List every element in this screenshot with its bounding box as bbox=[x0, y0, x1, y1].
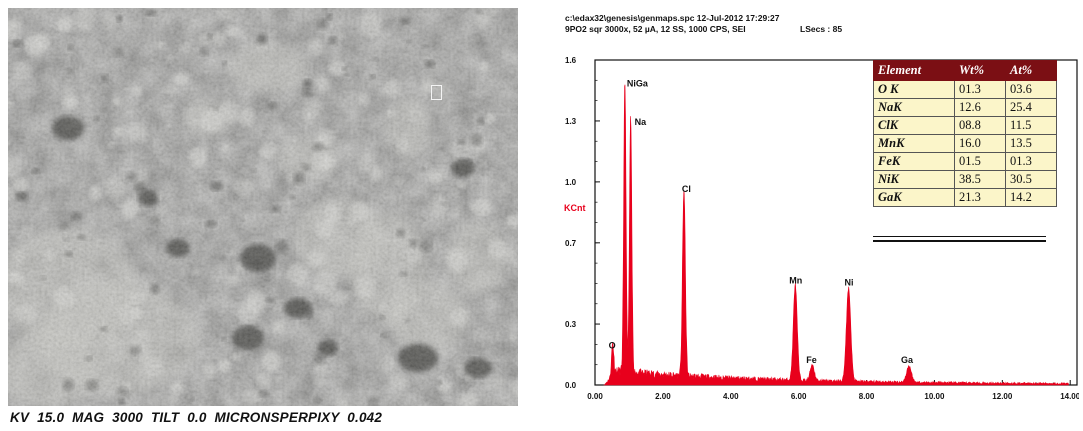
y-tick-label: 1.3 bbox=[565, 117, 577, 126]
x-tick-label: 12.00 bbox=[992, 392, 1013, 401]
cell-element: MnK bbox=[873, 134, 955, 153]
cell-element: O K bbox=[873, 80, 955, 99]
peak-label-na: Na bbox=[635, 117, 647, 127]
cell-element: NiK bbox=[873, 170, 955, 189]
y-tick-label: 0.7 bbox=[565, 239, 577, 248]
cell-wt: 01.5 bbox=[954, 152, 1006, 171]
eds-header-line1: c:\edax32\genesis\genmaps.spc 12-Jul-201… bbox=[565, 13, 780, 23]
peak-label-o: O bbox=[609, 341, 616, 351]
cell-wt: 38.5 bbox=[954, 170, 1006, 189]
y-tick-label: 0.0 bbox=[565, 381, 577, 390]
eds-lsecs: LSecs : 85 bbox=[800, 24, 842, 34]
sem-texture bbox=[8, 8, 518, 406]
eds-header-line2: 9PO2 sqr 3000x, 52 µA, 12 SS, 1000 CPS, … bbox=[565, 24, 746, 34]
cell-element: NaK bbox=[873, 98, 955, 117]
cell-at: 03.6 bbox=[1005, 80, 1057, 99]
table-bottom-rule bbox=[873, 236, 1046, 242]
x-tick-label: 6.00 bbox=[791, 392, 807, 401]
header-wt: Wt% bbox=[954, 60, 1006, 81]
peak-label-fe: Fe bbox=[806, 355, 817, 365]
cell-element: ClK bbox=[873, 116, 955, 135]
roi-marker bbox=[431, 85, 442, 100]
y-tick-label: 1.0 bbox=[565, 178, 577, 187]
x-tick-label: 0.00 bbox=[587, 392, 603, 401]
header-at: At% bbox=[1005, 60, 1057, 81]
cell-at: 14.2 bbox=[1005, 188, 1057, 207]
cell-wt: 08.8 bbox=[954, 116, 1006, 135]
cell-element: FeK bbox=[873, 152, 955, 171]
cell-at: 13.5 bbox=[1005, 134, 1057, 153]
y-tick-label: 0.3 bbox=[565, 320, 577, 329]
cell-at: 25.4 bbox=[1005, 98, 1057, 117]
peak-label-ga: Ga bbox=[901, 355, 914, 365]
y-tick-label: 1.6 bbox=[565, 56, 577, 65]
cell-wt: 16.0 bbox=[954, 134, 1006, 153]
sem-micrograph bbox=[8, 8, 518, 406]
cell-wt: 12.6 bbox=[954, 98, 1006, 117]
eds-spectrum-chart: c:\edax32\genesis\genmaps.spc 12-Jul-201… bbox=[564, 13, 1079, 401]
x-tick-label: 10.00 bbox=[924, 392, 945, 401]
header-element: Element bbox=[873, 60, 955, 81]
y-axis-label: KCnt bbox=[564, 203, 586, 213]
sem-caption: KV 15.0 MAG 3000 TILT 0.0 MICRONSPERPIXY… bbox=[10, 410, 383, 425]
cell-wt: 01.3 bbox=[954, 80, 1006, 99]
x-tick-label: 14.00 bbox=[1060, 392, 1079, 401]
x-tick-label: 4.00 bbox=[723, 392, 739, 401]
cell-element: GaK bbox=[873, 188, 955, 207]
x-tick-label: 8.00 bbox=[859, 392, 875, 401]
table-header-row: Element Wt% At% bbox=[873, 60, 1057, 81]
peak-label-niga: NiGa bbox=[627, 79, 649, 89]
cell-at: 01.3 bbox=[1005, 152, 1057, 171]
peak-label-cl: Cl bbox=[682, 184, 691, 194]
cell-at: 11.5 bbox=[1005, 116, 1057, 135]
cell-wt: 21.3 bbox=[954, 188, 1006, 207]
spectrum-series bbox=[603, 84, 1069, 386]
eds-spectrum-panel: c:\edax32\genesis\genmaps.spc 12-Jul-201… bbox=[563, 10, 1079, 408]
cell-at: 30.5 bbox=[1005, 170, 1057, 189]
peak-label-ni: Ni bbox=[845, 278, 854, 288]
x-tick-label: 2.00 bbox=[655, 392, 671, 401]
peak-label-mn: Mn bbox=[789, 276, 802, 286]
